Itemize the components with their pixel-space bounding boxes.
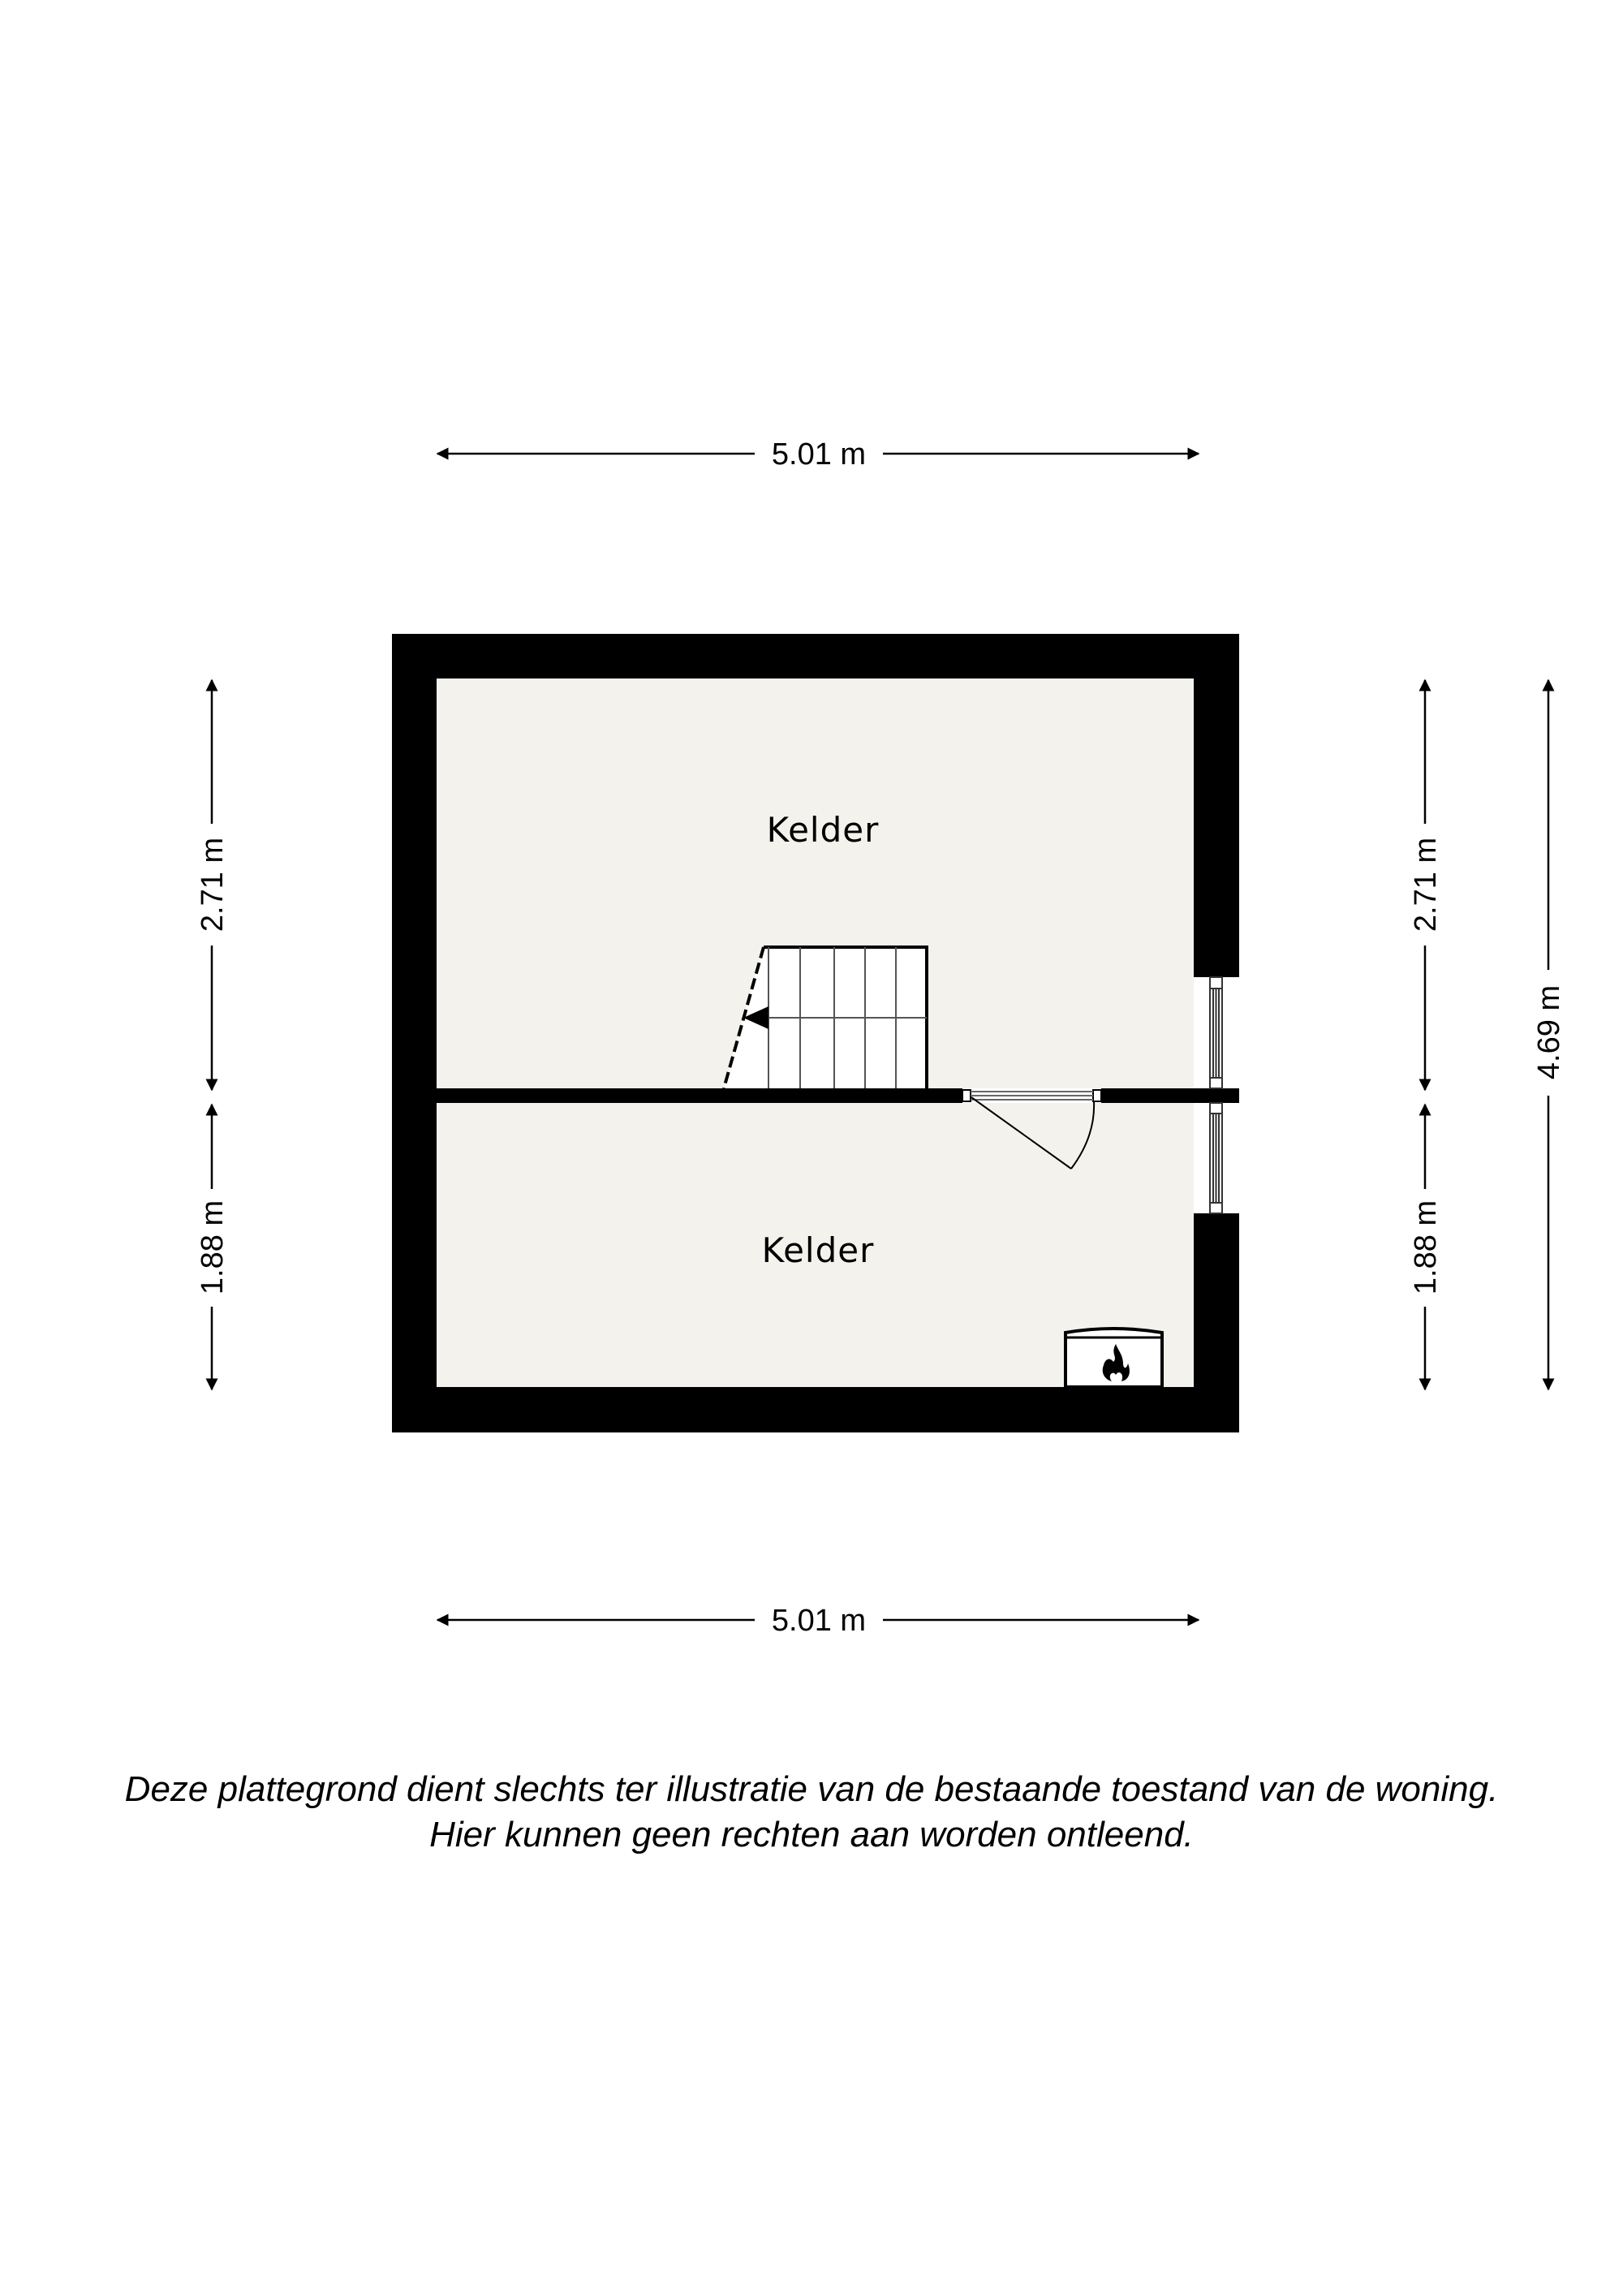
window-icon [1209,976,1223,1214]
wall-right-lower [1194,1213,1239,1432]
dimension-top-label: 5.01 m [772,437,866,472]
wall-middle-left [437,1088,962,1103]
boiler [1064,1327,1164,1389]
wall-middle-right [1101,1088,1239,1103]
dimension-right-lower-label: 1.88 m [1409,1200,1443,1294]
dimension-right-upper-label: 2.71 m [1409,838,1443,932]
dimension-bottom-label: 5.01 m [772,1604,866,1638]
stairs-icon [722,946,928,1089]
disclaimer-line-1: Deze plattegrond dient slechts ter illus… [124,1769,1499,1809]
wall-bottom [392,1387,1239,1432]
room-label-kelder-upper: Kelder [767,810,880,850]
dimension-total-label: 4.69 m [1532,985,1566,1079]
walls [392,634,1239,1432]
wall-top [392,634,1239,678]
dimension-left-upper-label: 2.71 m [196,838,230,932]
fire-icon [1102,1344,1130,1381]
room-label-kelder-lower: Kelder [762,1230,875,1270]
door-swing-icon [962,1089,1102,1170]
wall-left [392,634,437,1432]
wall-right-upper [1194,634,1239,977]
disclaimer-line-2: Hier kunnen geen rechten aan worden ontl… [429,1815,1194,1854]
dimension-left-lower-label: 1.88 m [196,1200,230,1294]
stairs-direction-arrow-icon [743,1006,768,1029]
